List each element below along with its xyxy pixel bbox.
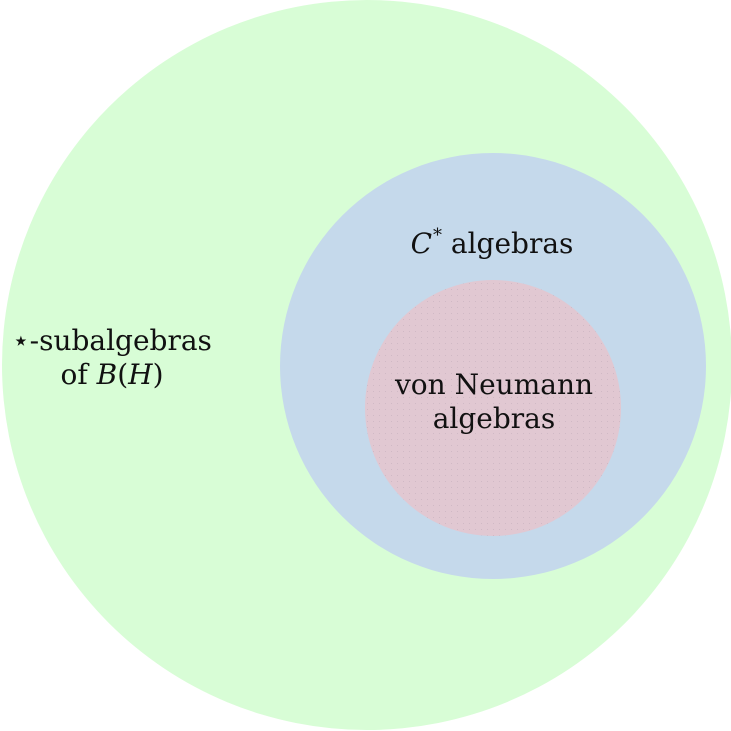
close-paren: ) [152, 358, 164, 391]
middle-set-label: C* algebras [372, 219, 612, 261]
inner-set-label-line2: algebras [432, 402, 556, 435]
script-b-symbol: B [96, 358, 118, 391]
inner-set-texture [365, 280, 621, 536]
c-symbol: C [410, 227, 432, 260]
outer-set-label-text: -subalgebras [29, 324, 212, 357]
inner-set-label: von Neumann algebras [374, 368, 614, 436]
outer-set-label-line2: of B(H) [6, 358, 218, 392]
c-star-superscript: * [433, 225, 442, 246]
hilbert-space-symbol: H [128, 358, 153, 391]
inner-set-label-line1: von Neumann [394, 368, 594, 401]
middle-set-label-text: algebras [442, 227, 574, 260]
outer-set-label-prefix: of [60, 358, 97, 391]
outer-set-label-line1: ⋆-subalgebras [6, 324, 218, 358]
star-symbol: ⋆ [12, 324, 30, 357]
open-paren: ( [117, 358, 129, 391]
outer-set-label: ⋆-subalgebras of B(H) [6, 324, 218, 392]
